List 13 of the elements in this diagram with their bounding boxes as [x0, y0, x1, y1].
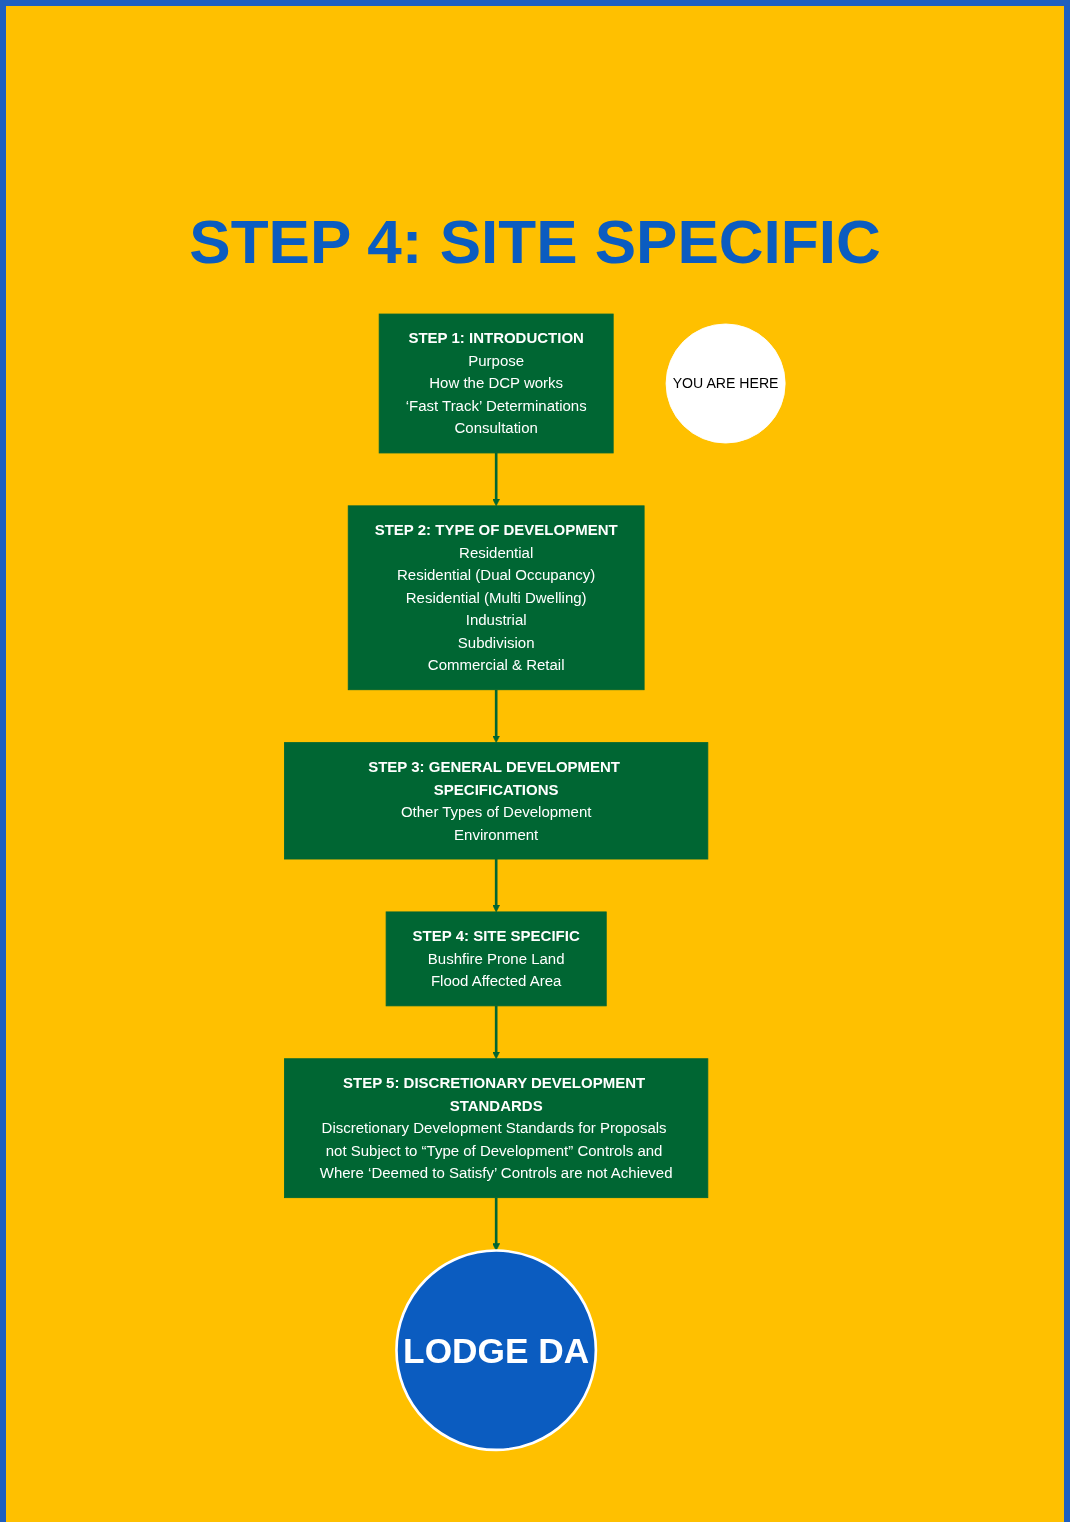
- node-box: STEP 3: GENERAL DEVELOPMENT SPECIFICATIONS Other Types of Development Environment: [284, 742, 709, 860]
- node-box: STEP 2: TYPE OF DEVELOPMENT Residential Residential (Dual Occupancy) Residential (Multi Dwelling) Industrial Subdivision Commercial & Retail: [347, 505, 645, 691]
- arrow: [492, 1197, 501, 1251]
- arrow: [492, 1005, 501, 1060]
- arrow: [492, 859, 501, 913]
- node-box: STEP 5: DISCRETIONARY DEVELOPMENT STANDARDS Discretionary Development Standards for Proposals not Subject to “Type of Development” Controls and Where ‘Deemed to Satisfy’ Controls are not Achieved: [284, 1058, 709, 1199]
- node-box: STEP 4: SITE SPECIFIC Bushfire Prone Land Flood Affected Area: [385, 911, 607, 1007]
- arrow: [492, 452, 501, 507]
- node-circle: LODGE DA: [395, 1249, 598, 1452]
- title: STEP 4: SITE SPECIFIC: [189, 206, 881, 277]
- arrow: [492, 689, 501, 743]
- node-box: STEP 1: INTRODUCTION Purpose How the DCP works ‘Fast Track’ Determinations Consultation: [378, 313, 614, 454]
- node-circle: YOU ARE HERE: [665, 323, 786, 444]
